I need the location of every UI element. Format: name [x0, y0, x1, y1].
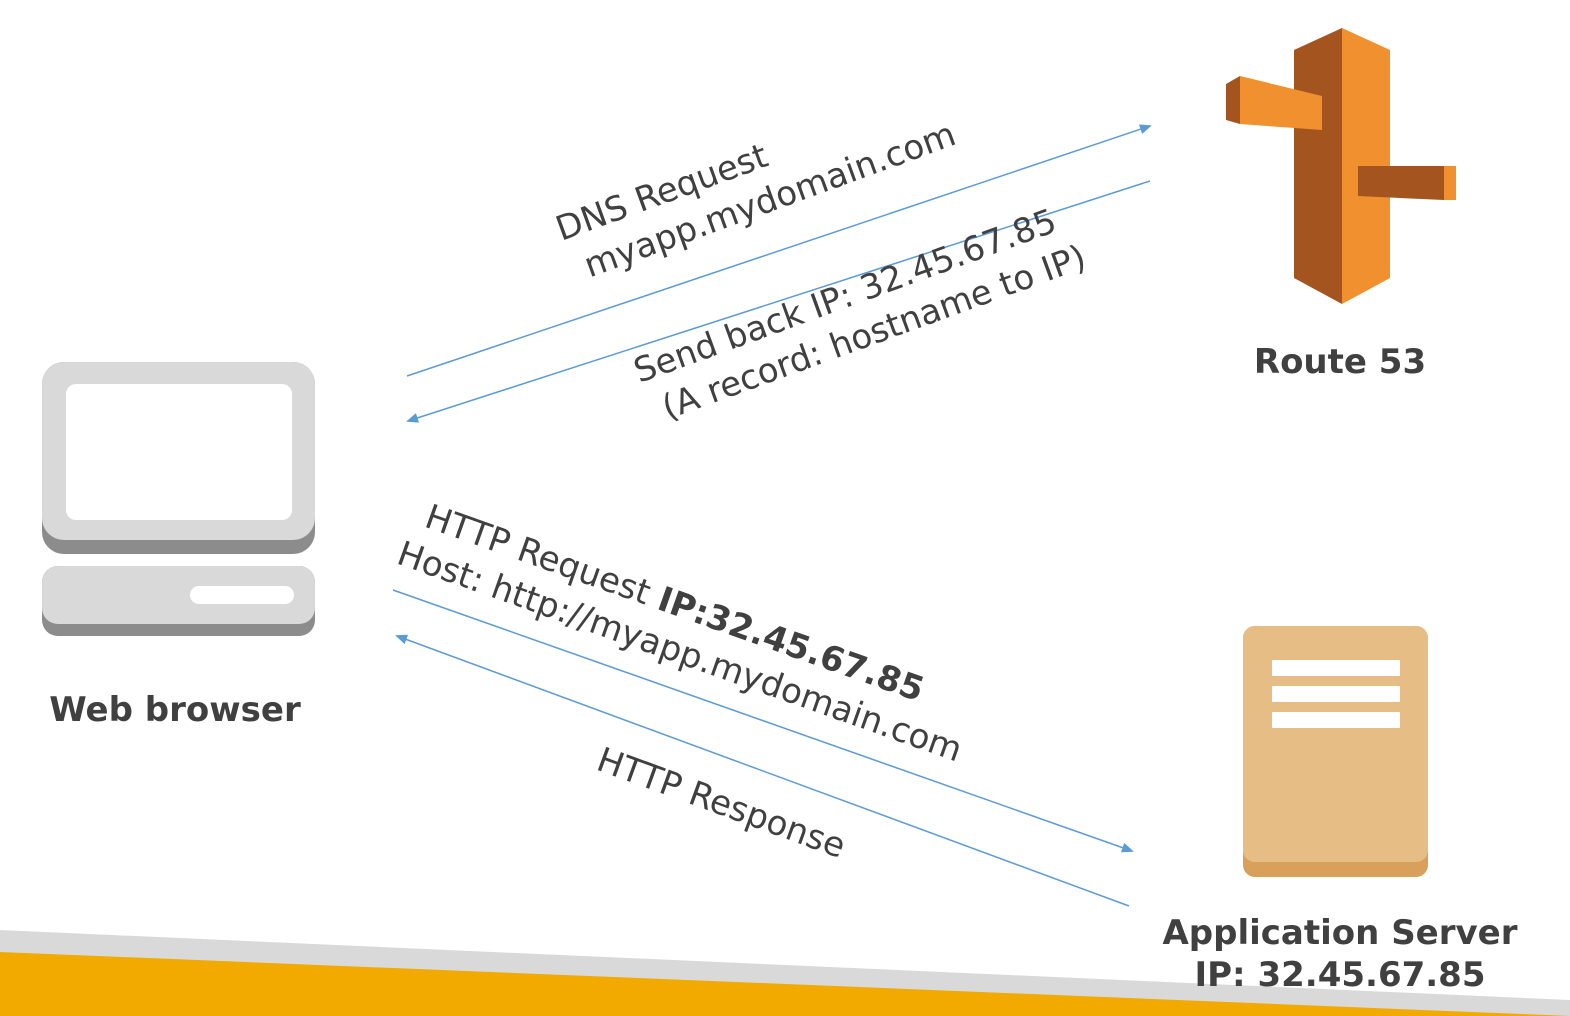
app-server-label: Application Server IP: 32.45.67.85 — [1160, 912, 1520, 996]
web-browser-label: Web browser — [49, 690, 301, 730]
dns-response-arrow — [406, 180, 1151, 423]
route53-icon — [1226, 28, 1456, 304]
http-request-arrow — [392, 589, 1134, 853]
http-response-arrow — [395, 634, 1130, 907]
computer-icon — [42, 362, 315, 636]
app-server-name: Application Server — [1162, 913, 1518, 953]
dns-request-arrow — [406, 124, 1152, 377]
app-server-ip: IP: 32.45.67.85 — [1194, 955, 1486, 995]
server-icon — [1243, 626, 1428, 877]
route53-label: Route 53 — [1253, 342, 1427, 382]
footer-bands — [0, 930, 1570, 1016]
